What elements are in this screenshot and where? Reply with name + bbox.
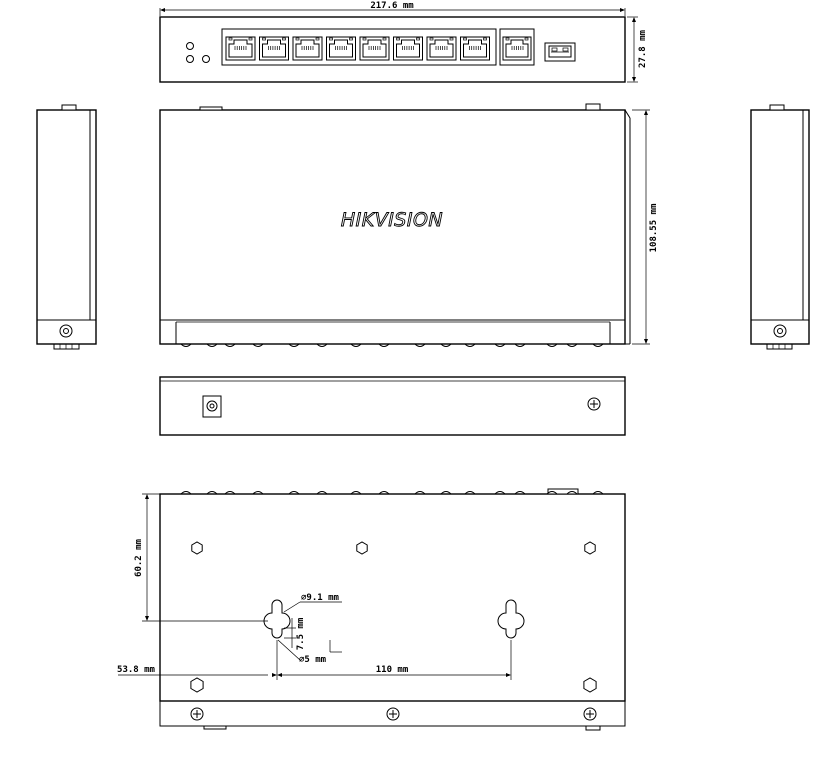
port-bump (440, 343, 452, 347)
dim-width: 217.6 mm (370, 1, 414, 11)
port-bump (224, 343, 236, 347)
front-view: 217.6 mm 27.8 mm (159, 1, 648, 83)
port-bump (180, 491, 192, 495)
port-bump (350, 343, 362, 347)
dim-front-height: 27.8 mm (638, 29, 648, 68)
port-bump (414, 343, 426, 347)
port-bump (592, 491, 604, 495)
port-bump (252, 343, 264, 347)
port-bump (546, 343, 558, 347)
dim-bottom-offset-top: 60.2 mm (134, 538, 144, 577)
port-bump (464, 343, 476, 347)
port-bump (414, 491, 426, 495)
keyhole-slot-right (497, 599, 525, 639)
rear-view (159, 376, 626, 436)
port-bump (566, 343, 578, 347)
power-jack (202, 395, 222, 418)
port-bump (514, 491, 526, 495)
top-view: HIKVISION 108.55 mm (159, 103, 659, 347)
led-indicator (186, 55, 194, 63)
port-bumps (180, 343, 604, 347)
port-bump (566, 491, 578, 495)
dim-bottom-offset-left: 53.8 mm (117, 665, 156, 675)
port-bump (494, 491, 506, 495)
port-bump (494, 343, 506, 347)
screw (583, 707, 597, 721)
port-bump (316, 343, 328, 347)
rubber-feet (190, 541, 597, 693)
right-side-view (750, 104, 810, 350)
port-bump (180, 343, 192, 347)
port-bump (464, 491, 476, 495)
left-side-view (36, 104, 97, 350)
screw (190, 707, 204, 721)
rj45-port (225, 36, 256, 61)
rj45-port (259, 36, 289, 61)
port-bump (316, 491, 328, 495)
rj45-port-group (225, 36, 490, 61)
rj45-port (359, 36, 390, 61)
led-indicator (186, 42, 194, 50)
dim-hole-spacing: 110 mm (376, 665, 409, 675)
rj45-port (502, 36, 532, 61)
dim-slot-length: 7.5 mm (296, 617, 306, 650)
rail-screws (190, 707, 597, 721)
dim-hole-diameter-large: ∅9.1 mm (301, 593, 340, 603)
port-bump (206, 491, 218, 495)
port-bump (440, 491, 452, 495)
keyhole-slot-left (263, 599, 291, 639)
rj45-port (460, 36, 490, 61)
rubber-foot (191, 541, 203, 555)
dim-depth: 108.55 mm (649, 203, 659, 252)
dim-hole-diameter-small: ∅5 mm (299, 655, 327, 665)
rj45-port (292, 36, 323, 61)
led-indicator (202, 55, 210, 63)
port-bumps (180, 491, 604, 495)
rubber-foot (190, 677, 204, 693)
port-bump (206, 343, 218, 347)
port-bump (224, 491, 236, 495)
screw (386, 707, 400, 721)
rj45-port (326, 36, 356, 61)
ground-screw (587, 397, 601, 411)
rj45-port (393, 36, 423, 61)
port-bump (350, 491, 362, 495)
uplink-rj45-port (502, 36, 532, 61)
bottom-view: 60.2 mm 53.8 mm 110 mm ∅9.1 mm 7.5 mm ∅5… (117, 488, 626, 731)
rubber-foot (584, 541, 596, 555)
rubber-foot (356, 541, 368, 555)
rubber-foot (583, 677, 597, 693)
port-bump (514, 343, 526, 347)
port-bump (378, 491, 390, 495)
port-bump (378, 343, 390, 347)
port-bump (288, 343, 300, 347)
port-bump (592, 343, 604, 347)
sfp-port (544, 42, 576, 62)
port-bump (288, 491, 300, 495)
brand-logo: HIKVISION (341, 209, 443, 231)
rj45-port (426, 36, 457, 61)
port-bump (546, 491, 558, 495)
port-bump (252, 491, 264, 495)
